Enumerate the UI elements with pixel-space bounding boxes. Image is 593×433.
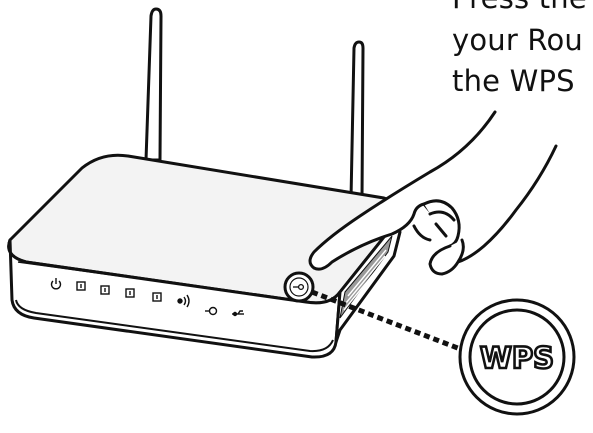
instruction-line-1: Press the <box>452 0 587 15</box>
right-antenna <box>351 42 363 199</box>
instruction-line-2: your Rou <box>452 23 583 57</box>
left-antenna <box>146 9 161 160</box>
wps-button-icon <box>285 273 313 301</box>
wps-badge-label: WPS <box>480 341 554 375</box>
wps-badge: WPS <box>460 300 574 414</box>
instruction-line-3: the WPS <box>452 64 575 98</box>
